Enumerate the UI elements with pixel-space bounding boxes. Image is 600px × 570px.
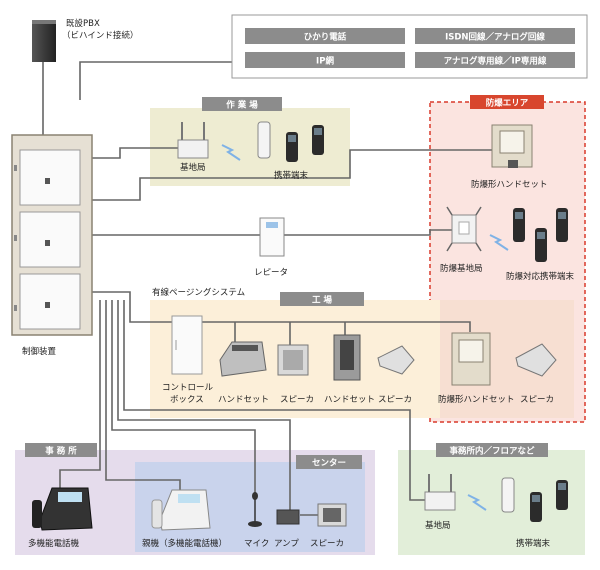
exp-handset-icon [491,124,533,168]
exp-base-label: 防爆基地局 [440,263,483,274]
legend-ip: IP網 [316,56,334,67]
speaker-1-label: スピーカ [280,395,314,405]
mobile-floor-label: 携帯端末 [516,538,551,549]
speaker-center-icon [317,503,347,527]
speaker-3-label: スピーカ [520,395,554,405]
zone-office-title: 事 務 所 [45,446,77,457]
zone-factory-title: 工 場 [312,295,332,306]
exp-wireless-icon [489,234,509,251]
mobile-work-icon [257,121,324,162]
multi-phone-label: 多機能電話機 [28,538,80,549]
repeater-label: レピータ [254,268,288,278]
exp-mobile-icon [513,208,568,262]
multi-phone-icon [32,487,93,531]
lines-legend: ひかり電話 ISDN回線／アナログ回線 IP網 アナログ専用線／IP専用線 [231,14,588,79]
control-box-icon [171,315,203,375]
repeater-icon [259,217,285,257]
parent-phone-label: 親機（多機能電話機） [142,538,227,549]
pbx-sublabel: （ビハインド接続） [62,30,138,41]
paging-system-label: 有線ページングシステム [152,287,245,298]
mobile-floor-icon [501,477,568,522]
handset-2-icon [333,334,361,381]
handset-1-icon [219,341,267,377]
mic-icon [248,492,262,527]
exp-handset-label: 防爆形ハンドセット [471,179,548,190]
floor-wireless-icon [467,494,487,511]
pbx-label: 既設PBX [66,18,100,29]
speaker-1-icon [277,344,309,376]
exp-base-icon [446,206,482,252]
parent-phone-icon [151,489,211,531]
exp-mobile-label: 防爆対応携帯端末 [506,271,575,282]
speaker-center-label: スピーカ [310,539,344,549]
speaker-3-icon [515,343,557,377]
speaker-2-icon [377,345,415,375]
zone-office-floor-title: 事務所内／フロアなど [449,446,535,457]
base-station-floor-label: 基地局 [425,520,451,531]
wireless-icon [221,144,241,161]
handset-1-label: ハンドセット [218,395,269,405]
exp-handset-2-label: 防爆形ハンドセット [438,394,515,405]
amp-icon [276,509,300,525]
controller-label: 制御装置 [22,346,57,357]
mobile-work-label: 携帯端末 [274,170,309,181]
zone-center-title: センター [312,458,346,469]
mic-label: マイク [244,539,269,549]
pbx-device [32,20,56,62]
exp-handset-2-icon [451,332,491,386]
control-box-label-2: ボックス [170,395,204,405]
control-cabinet [11,134,93,336]
zone-explosion-title: 防爆エリア [486,98,529,109]
handset-2-label: ハンドセット [324,395,375,405]
speaker-2-label: スピーカ [378,395,412,405]
base-station-work-label: 基地局 [180,162,206,173]
legend-hikari: ひかり電話 [304,32,347,43]
zone-workplace-title: 作 業 場 [226,100,258,111]
control-box-label-1: コントロール [162,383,214,393]
base-station-floor-icon [424,474,456,511]
amp-label: アンプ [274,539,299,549]
legend-isdn: ISDN回線／アナログ回線 [445,32,545,43]
legend-dedicated: アナログ専用線／IP専用線 [444,56,547,67]
base-station-work-icon [177,122,209,159]
